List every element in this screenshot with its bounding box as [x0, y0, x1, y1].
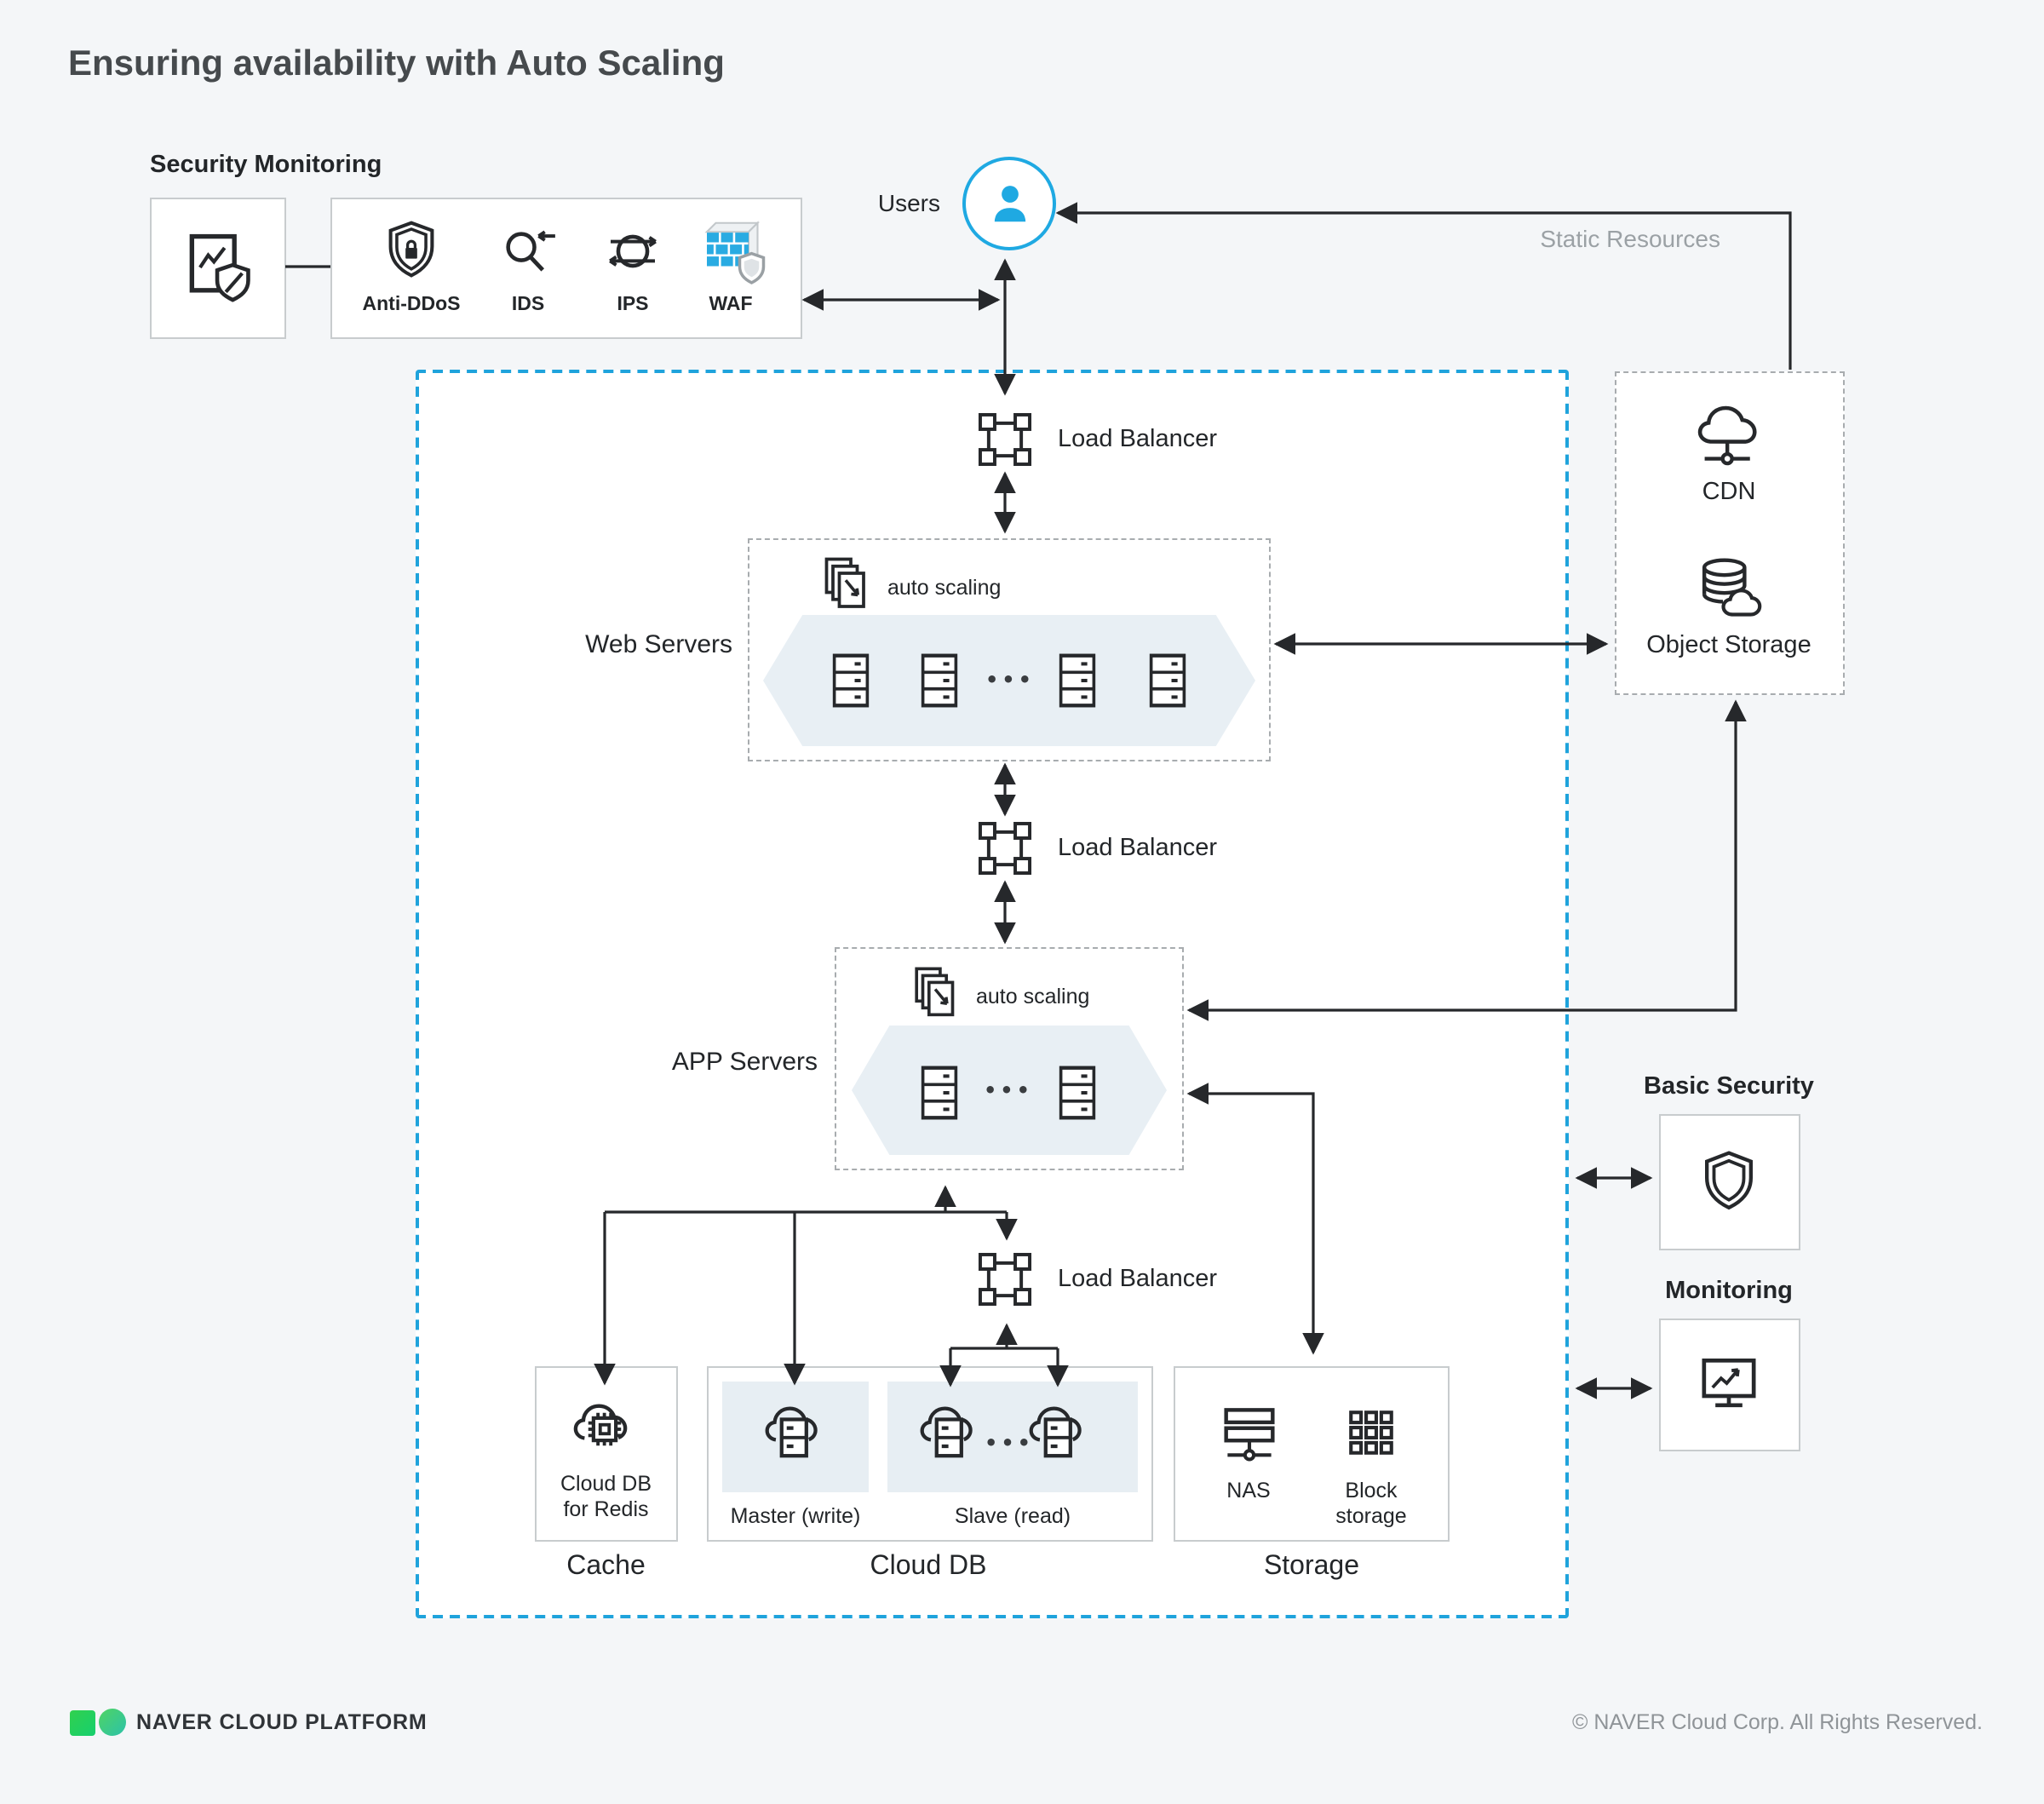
- nas-icon: [1213, 1397, 1286, 1467]
- security-monitoring-label: Security Monitoring: [150, 152, 382, 179]
- storage-group-label: Storage: [1263, 1552, 1360, 1581]
- slave-label: Slave (read): [954, 1504, 1071, 1528]
- copyright: © NAVER Cloud Corp. All Rights Reserved.: [1571, 1710, 1983, 1734]
- monitor-chart-icon: [1691, 1349, 1766, 1417]
- waf-label: WAF: [709, 295, 753, 315]
- server-icon: [1140, 649, 1193, 712]
- load-balancer-label: Load Balancer: [1058, 835, 1218, 862]
- page-title: Ensuring availability with Auto Scaling: [68, 44, 725, 83]
- users-avatar: [962, 156, 1055, 250]
- basic-security-label: Basic Security: [1644, 1073, 1814, 1100]
- ellipsis: •••: [983, 1078, 1033, 1102]
- monitor-shield-icon: [179, 228, 257, 307]
- circle-arrows-icon: [600, 218, 666, 284]
- object-storage-icon: [1690, 552, 1768, 623]
- users-label: Users: [877, 189, 940, 216]
- block-storage-icon: [1339, 1400, 1404, 1465]
- master-label: Master (write): [730, 1504, 861, 1528]
- anti-ddos-label: Anti-DDoS: [362, 295, 461, 315]
- cloud-db-icon: [1024, 1397, 1095, 1467]
- shield-icon: [1695, 1143, 1763, 1220]
- brand-rest: CLOUD PLATFORM: [219, 1710, 428, 1734]
- brand-wordmark: NAVER CLOUD PLATFORM: [136, 1710, 428, 1734]
- load-balancer-icon: [976, 1250, 1034, 1307]
- load-balancer-icon: [976, 819, 1034, 877]
- ellipsis: •••: [985, 668, 1035, 692]
- object-storage-label: Object Storage: [1646, 632, 1811, 659]
- auto-scaling-label: auto scaling: [887, 576, 1002, 600]
- naver-logo-circle: [98, 1709, 125, 1736]
- auto-scaling-icon: [818, 555, 879, 617]
- ellipsis: •••: [985, 1431, 1035, 1455]
- cdn-label: CDN: [1702, 479, 1756, 506]
- server-icon: [1051, 649, 1104, 712]
- server-icon: [1050, 1061, 1103, 1124]
- load-balancer-label: Load Balancer: [1058, 426, 1218, 453]
- app-servers-label: APP Servers: [671, 1048, 818, 1077]
- auto-scaling-icon: [908, 964, 967, 1026]
- cloud-db-redis-line2: for Redis: [563, 1497, 649, 1520]
- cache-box: [534, 1366, 678, 1542]
- scaling-band: [852, 1026, 1167, 1155]
- auto-scaling-label: auto scaling: [976, 985, 1090, 1008]
- cloud-db-redis-line1: Cloud DB: [560, 1472, 652, 1496]
- user-icon: [982, 175, 1036, 233]
- cache-group-label: Cache: [566, 1552, 646, 1581]
- server-icon: [912, 649, 965, 712]
- nas-label: NAS: [1226, 1479, 1271, 1502]
- storage-box: [1173, 1366, 1450, 1542]
- server-icon: [824, 649, 876, 712]
- slave-panel: [887, 1382, 1138, 1492]
- naver-logo-square: [69, 1709, 95, 1735]
- block-storage-label: Block storage: [1335, 1479, 1407, 1527]
- monitoring-label: Monitoring: [1665, 1278, 1793, 1305]
- cloud-db-icon: [760, 1397, 831, 1467]
- load-balancer-icon: [976, 411, 1034, 468]
- shield-lock-icon: [378, 216, 445, 286]
- web-servers-label: Web Servers: [585, 630, 732, 659]
- cdn-icon: [1690, 399, 1768, 474]
- static-resources-label: Static Resources: [1540, 225, 1720, 252]
- load-balancer-label: Load Balancer: [1058, 1266, 1218, 1293]
- ids-label: IDS: [511, 295, 545, 315]
- cloud-redis-icon: [567, 1393, 642, 1465]
- brand-bold: NAVER: [136, 1710, 213, 1734]
- server-icon: [912, 1061, 965, 1124]
- firewall-icon: [695, 215, 766, 288]
- cloud-db-group-label: Cloud DB: [870, 1552, 987, 1581]
- cloud-db-redis-label: Cloud DB for Redis: [534, 1472, 678, 1521]
- ips-label: IPS: [617, 295, 649, 315]
- magnifier-arrow-icon: [495, 218, 561, 284]
- cloud-db-icon: [915, 1397, 986, 1467]
